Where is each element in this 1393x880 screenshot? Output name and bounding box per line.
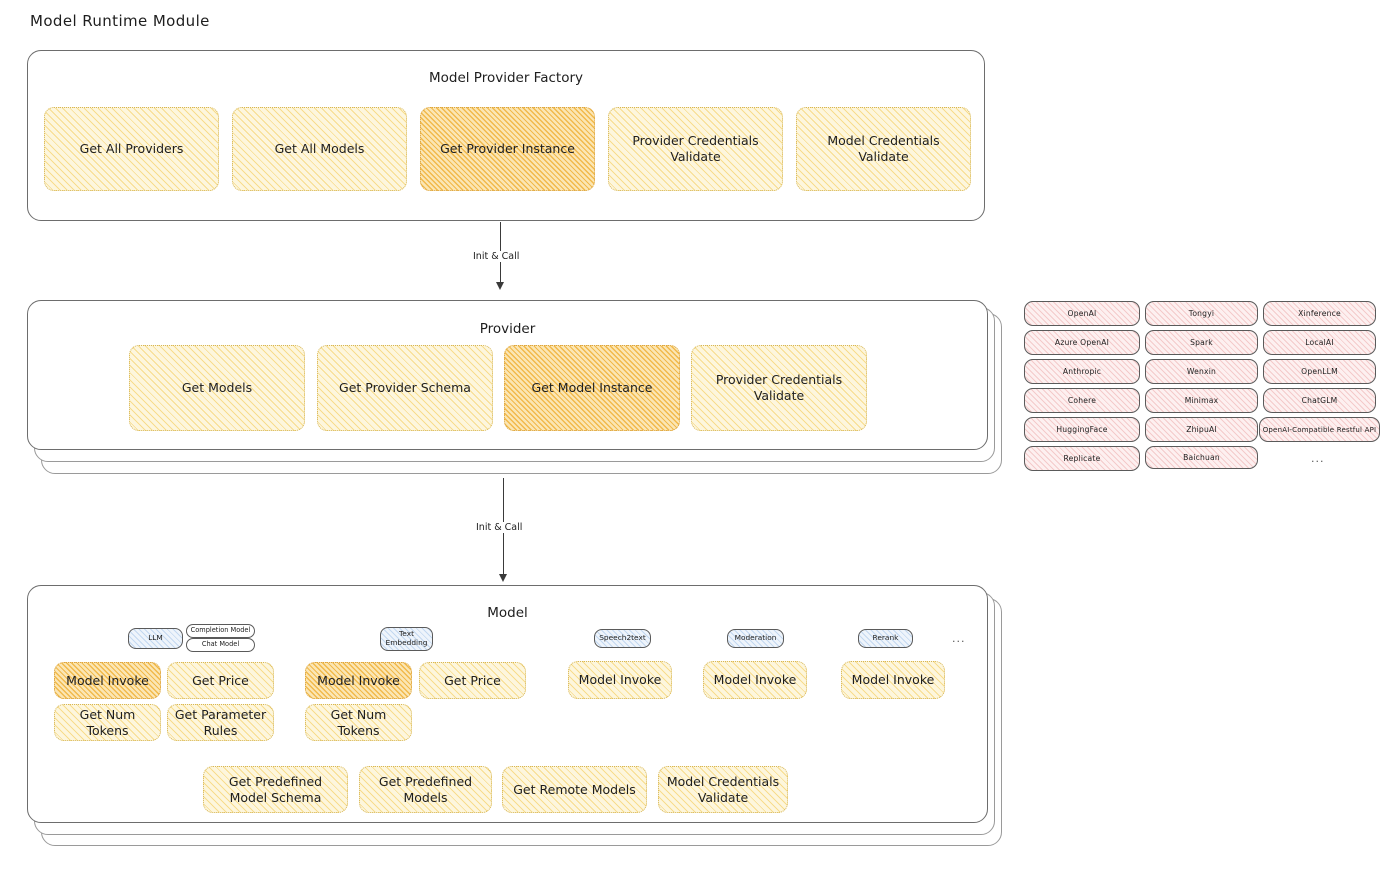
- model-text-embedding-node-model-invoke[interactable]: Model Invoke: [305, 662, 412, 699]
- provider-title: Provider: [479, 321, 536, 337]
- arrow-factory-to-provider-label: Init & Call: [470, 251, 523, 262]
- model-tag-llm[interactable]: LLM: [128, 628, 183, 649]
- provider-pill-huggingface[interactable]: HuggingFace: [1024, 417, 1140, 442]
- provider-node-provider-credentials-validate[interactable]: Provider Credentials Validate: [691, 345, 867, 431]
- provider-pill-openai[interactable]: OpenAI: [1024, 301, 1140, 326]
- provider-pill-tongyi[interactable]: Tongyi: [1145, 301, 1258, 326]
- arrow-provider-to-model-head: [498, 574, 507, 582]
- provider-pill-openai-compatible-restful-api[interactable]: OpenAI-Compatible Restful API: [1259, 417, 1380, 442]
- model-text-embedding-node-get-num-tokens[interactable]: Get Num Tokens: [305, 704, 412, 741]
- model-title: Model: [487, 605, 528, 621]
- model-subtag-chat-model[interactable]: Chat Model: [186, 638, 255, 652]
- model-llm-node-get-num-tokens[interactable]: Get Num Tokens: [54, 704, 161, 741]
- model-tag-rerank[interactable]: Rerank: [858, 629, 913, 648]
- model-llm-node-get-price[interactable]: Get Price: [167, 662, 274, 699]
- provider-node-get-models[interactable]: Get Models: [129, 345, 305, 431]
- provider-pill-azure-openai[interactable]: Azure OpenAI: [1024, 330, 1140, 355]
- model-llm-node-get-parameter-rules[interactable]: Get Parameter Rules: [167, 704, 274, 741]
- factory-node-model-credentials-validate[interactable]: Model Credentials Validate: [796, 107, 971, 191]
- factory-node-get-all-providers[interactable]: Get All Providers: [44, 107, 219, 191]
- model-text-embedding-node-get-price[interactable]: Get Price: [419, 662, 526, 699]
- provider-pill-localai[interactable]: LocalAI: [1263, 330, 1376, 355]
- page-title: Model Runtime Module: [30, 12, 210, 30]
- factory-node-get-provider-instance[interactable]: Get Provider Instance: [420, 107, 595, 191]
- model-rerank-node-model-invoke[interactable]: Model Invoke: [841, 661, 945, 699]
- provider-list-more-ellipsis: ...: [1311, 452, 1325, 465]
- model-moderation-node-model-invoke[interactable]: Model Invoke: [703, 661, 807, 699]
- model-common-node-get-remote-models[interactable]: Get Remote Models: [502, 766, 647, 813]
- model-common-node-get-predefined-models[interactable]: Get Predefined Models: [359, 766, 492, 813]
- model-common-node-get-predefined-model-schema[interactable]: Get Predefined Model Schema: [203, 766, 348, 813]
- arrow-provider-to-model-label: Init & Call: [473, 522, 526, 533]
- factory-node-provider-credentials-validate[interactable]: Provider Credentials Validate: [608, 107, 783, 191]
- model-subtag-completion-model[interactable]: Completion Model: [186, 624, 255, 638]
- provider-pill-chatglm[interactable]: ChatGLM: [1263, 388, 1376, 413]
- provider-node-get-provider-schema[interactable]: Get Provider Schema: [317, 345, 493, 431]
- provider-pill-openllm[interactable]: OpenLLM: [1263, 359, 1376, 384]
- model-tag-moderation[interactable]: Moderation: [727, 629, 784, 648]
- factory-node-get-all-models[interactable]: Get All Models: [232, 107, 407, 191]
- model-common-node-model-credentials-validate[interactable]: Model Credentials Validate: [658, 766, 788, 813]
- model-speech2text-node-model-invoke[interactable]: Model Invoke: [568, 661, 672, 699]
- model-llm-node-model-invoke[interactable]: Model Invoke: [54, 662, 161, 699]
- provider-pill-zhipuai[interactable]: ZhipuAI: [1145, 417, 1258, 442]
- arrow-factory-to-provider-head: [495, 282, 504, 290]
- provider-pill-xinference[interactable]: Xinference: [1263, 301, 1376, 326]
- provider-pill-replicate[interactable]: Replicate: [1024, 446, 1140, 471]
- provider-pill-wenxin[interactable]: Wenxin: [1145, 359, 1258, 384]
- provider-pill-spark[interactable]: Spark: [1145, 330, 1258, 355]
- model-groups-more-ellipsis: ...: [952, 632, 966, 645]
- provider-pill-baichuan[interactable]: Baichuan: [1145, 446, 1258, 469]
- provider-pill-cohere[interactable]: Cohere: [1024, 388, 1140, 413]
- model-tag-text-embedding[interactable]: Text Embedding: [380, 627, 433, 651]
- provider-node-get-model-instance[interactable]: Get Model Instance: [504, 345, 680, 431]
- provider-pill-anthropic[interactable]: Anthropic: [1024, 359, 1140, 384]
- provider-pill-minimax[interactable]: Minimax: [1145, 388, 1258, 413]
- model-provider-factory-title: Model Provider Factory: [428, 70, 583, 86]
- model-tag-speech2text[interactable]: Speech2text: [594, 629, 651, 648]
